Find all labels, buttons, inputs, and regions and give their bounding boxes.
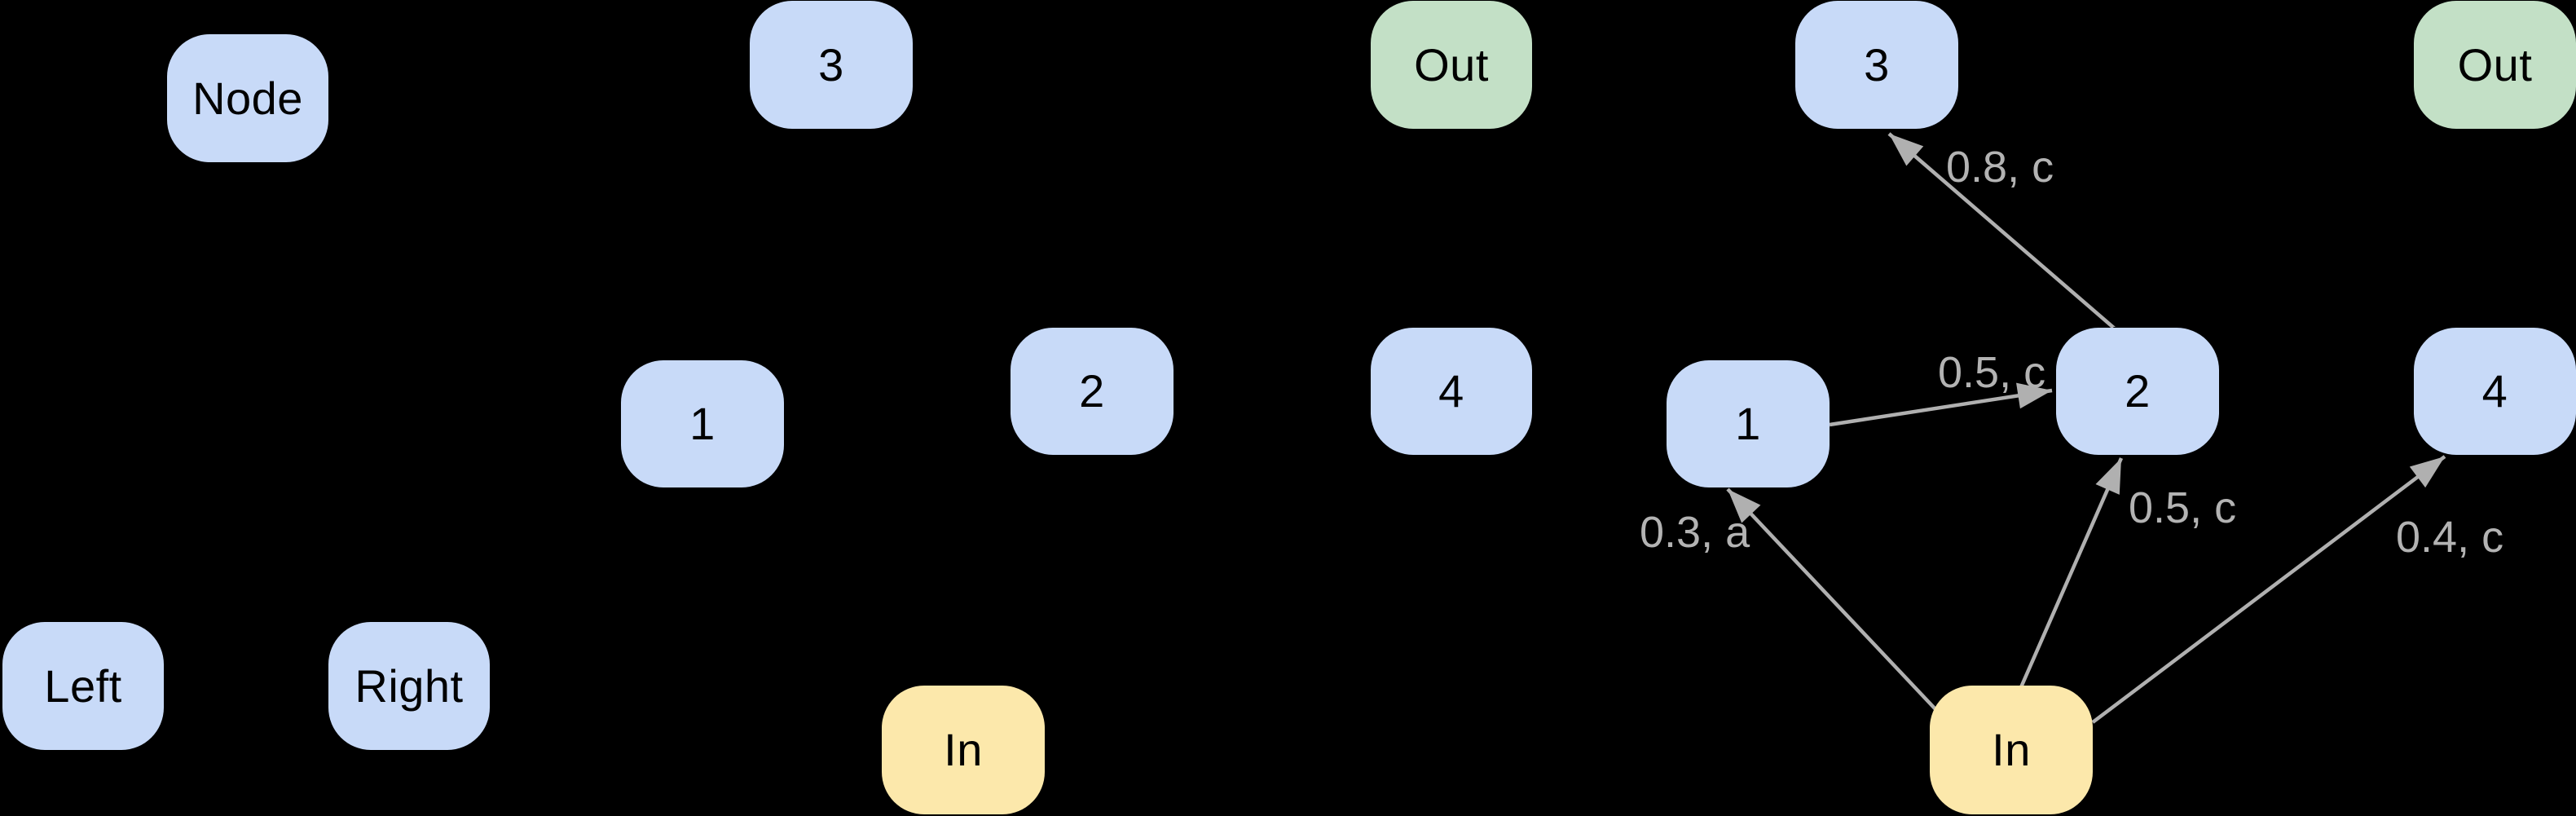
edge-label-in-2: 0.5, c: [2129, 483, 2237, 532]
node-left: Left: [2, 622, 164, 750]
plain-node-2: 2: [1011, 328, 1174, 455]
labeled-node-out: Out: [2414, 1, 2576, 129]
arrow-1-to-2: [1829, 382, 2053, 427]
node-template: Node: [167, 34, 328, 162]
labeled-node-2: 2: [2056, 328, 2219, 455]
labeled-node-in: In: [1930, 686, 2093, 814]
labeled-node-4: 4: [2414, 328, 2576, 455]
arrow-2-to-3: [1887, 132, 2117, 331]
plain-node-3: 3: [750, 1, 913, 129]
edge-label-in-4: 0.4, c: [2396, 513, 2504, 562]
arrow-in-to-2: [2019, 457, 2124, 688]
edge-label-in-1: 0.3, a: [1640, 508, 1750, 557]
labeled-node-1: 1: [1667, 360, 1830, 487]
plain-node-in: In: [882, 686, 1045, 814]
labeled-node-3: 3: [1795, 1, 1958, 129]
arrow-in-to-4: [2091, 455, 2446, 724]
plain-node-1: 1: [621, 360, 784, 487]
plain-node-4: 4: [1371, 328, 1532, 455]
edge-label-1-2: 0.5, c: [1938, 348, 2046, 397]
plain-node-out: Out: [1371, 1, 1532, 129]
node-right: Right: [328, 622, 490, 750]
arrow-in-to-1: [1726, 487, 1937, 711]
edge-label-2-3: 0.8, c: [1946, 143, 2054, 192]
